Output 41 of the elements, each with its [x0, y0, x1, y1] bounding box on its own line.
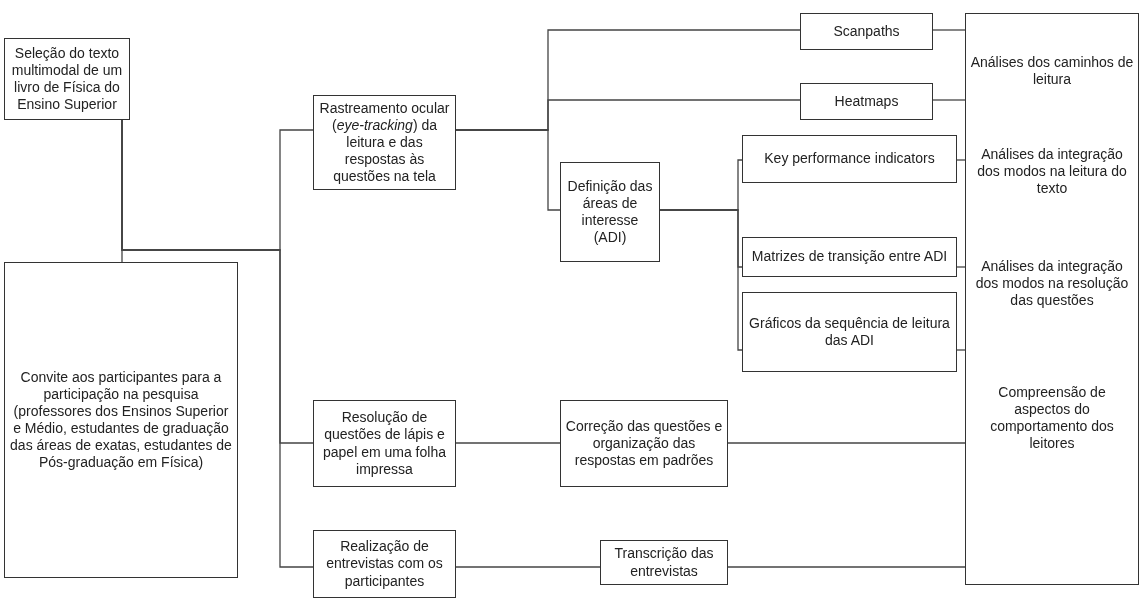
node-text: Transcrição das entrevistas — [613, 545, 715, 580]
connector-line — [727, 442, 966, 444]
node-text: Convite aos participantes para a participação na pesquisa (professores dos Ensinos Superior e Médio, estudantes de graduação das áreas de exatas, estudantes de Pós-graduação em Física) — [9, 368, 233, 472]
node-text: Resolução de questões de lápis e papel em uma folha impressa — [322, 409, 447, 478]
process-box — [313, 530, 456, 598]
node-text: Matrizes de transição entre ADI — [751, 248, 948, 266]
connector-line — [956, 159, 966, 161]
node-text: Rastreamento ocular (eye-tracking) da leitura e das respostas às questões na tela — [318, 99, 451, 186]
node-text: Compreensão de aspectos do comportamento dos leitores — [989, 384, 1115, 453]
node-text: Definição das áreas de interesse (ADI) — [566, 177, 654, 247]
outcome-box — [965, 13, 1139, 585]
connector-line — [956, 266, 966, 268]
process-box — [742, 237, 957, 277]
connector-line — [727, 566, 966, 568]
process-box — [560, 162, 660, 262]
connector-line — [455, 442, 561, 444]
node-text: Scanpaths — [833, 22, 900, 41]
connector-line — [932, 99, 966, 101]
connector-line — [659, 209, 743, 351]
connector-line — [956, 349, 966, 351]
node-text: Gráficos da sequência de leitura das ADI — [748, 314, 951, 350]
process-box — [742, 292, 957, 372]
process-box — [560, 400, 728, 487]
node-text: Análises da integração dos modos na resolução das questões — [974, 258, 1130, 310]
node-text: Seleção do texto multimodal de um livro de Física do Ensino Superior — [10, 44, 124, 114]
node-text: Correção das questões e organização das respostas em padrões — [565, 417, 723, 470]
process-box — [4, 262, 238, 578]
connector-line — [932, 29, 966, 31]
node-text: Análises dos caminhos de leitura — [970, 54, 1134, 89]
node-text: Key performance indicators — [764, 150, 935, 168]
process-box — [313, 400, 456, 487]
process-box — [600, 540, 728, 585]
process-box — [742, 135, 957, 183]
connector-line — [455, 129, 561, 211]
node-text: Realização de entrevistas com os participantes — [325, 538, 444, 590]
process-box — [800, 83, 933, 120]
node-text: Heatmaps — [834, 92, 899, 111]
process-box — [800, 13, 933, 50]
connector-line — [455, 566, 601, 568]
process-box — [4, 38, 130, 120]
node-text: Análises da integração dos modos na leitura do texto — [976, 146, 1128, 198]
